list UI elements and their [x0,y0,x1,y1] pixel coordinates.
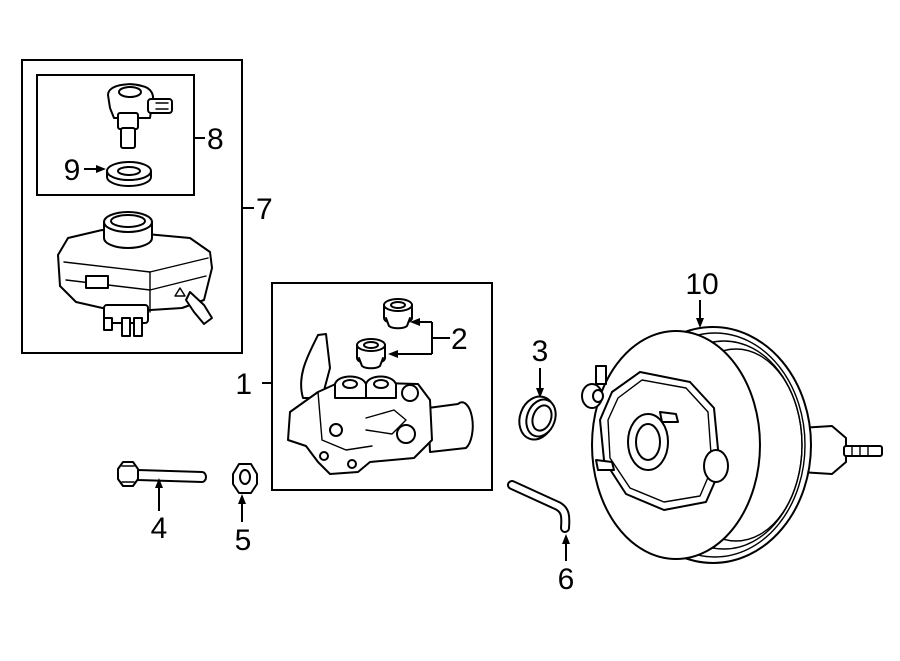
arrowhead-10 [696,318,704,328]
callout-9: 9 [64,154,81,187]
arrowhead-6 [562,534,570,544]
vacuum-hose-part [507,480,571,533]
arrowhead-3 [536,388,544,398]
callout-2: 2 [451,323,468,356]
brake-booster-part [581,326,883,564]
master-cylinder-group-frame [271,282,493,491]
callout-7: 7 [256,193,273,226]
arrowhead-9 [96,165,106,173]
reservoir-group-frame [21,59,243,354]
reservoir-grommet-lower-part [356,338,386,370]
arrowhead-2-upper [410,318,420,326]
master-cylinder-part [287,333,474,475]
brake-fluid-reservoir-part [57,211,213,337]
callout-1: 1 [235,368,252,401]
leader-lines [84,137,704,561]
callout-8: 8 [207,123,224,156]
mounting-nut-part [232,463,258,494]
sensor-subgroup-frame [36,74,195,196]
callout-5: 5 [235,524,252,557]
master-cylinder-group [271,282,493,491]
mounting-bolt-part [117,461,207,487]
callout-10: 10 [685,268,718,301]
reservoir-grommet-upper-part [383,298,413,330]
sensor-seal-part [106,161,152,187]
callout-6: 6 [558,563,575,596]
callout-3: 3 [532,335,549,368]
callout-4: 4 [151,512,168,545]
level-sensor-part [107,83,173,149]
reservoir-group [21,59,243,354]
booster-seal-part [518,395,557,441]
leader-line-2 [394,321,450,355]
callout-labels: 1 2 3 4 5 6 7 8 9 10 [64,123,719,596]
arrowhead-4 [155,478,163,488]
arrowhead-2-lower [388,350,398,358]
arrowhead-5 [238,494,246,504]
